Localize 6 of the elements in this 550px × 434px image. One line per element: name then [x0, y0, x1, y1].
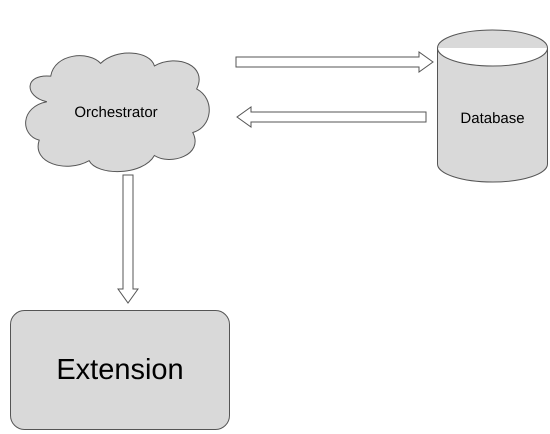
block-arrow: [236, 51, 434, 73]
block-arrow: [117, 174, 139, 304]
node-label: Extension: [56, 354, 184, 386]
node-label: Database: [460, 110, 525, 126]
block-arrow: [236, 106, 426, 128]
node-label: Orchestrator: [74, 104, 158, 120]
